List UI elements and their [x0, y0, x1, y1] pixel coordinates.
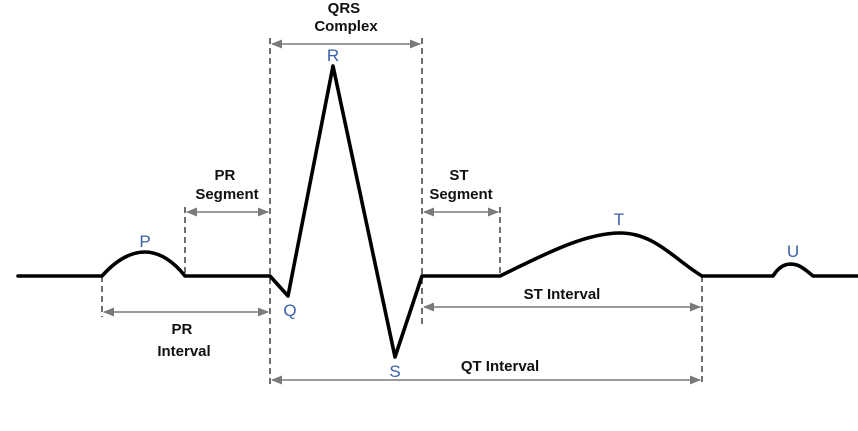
st-interval-label: ST Interval: [524, 286, 601, 303]
qt-interval-label: QT Interval: [461, 358, 539, 375]
s-wave-label: S: [389, 362, 400, 381]
p-wave-label: P: [139, 232, 150, 251]
q-wave-label: Q: [283, 301, 296, 320]
r-wave-label: R: [327, 46, 339, 65]
ecg-trace: [16, 64, 858, 359]
interval-arrows: [102, 39, 702, 385]
u-wave-label: U: [787, 242, 799, 261]
interval-labels: QRS Complex PR Segment ST Segment PR Int…: [157, 0, 600, 375]
pr-interval-label: PR Interval: [157, 321, 210, 360]
boundary-lines: [101, 38, 703, 386]
pr-segment-label: PR Segment: [195, 167, 258, 203]
qrs-complex-label: QRS Complex: [314, 0, 378, 35]
t-wave-label: T: [614, 210, 624, 229]
st-segment-label: ST Segment: [429, 167, 492, 203]
wave-labels: P Q R S T U: [139, 46, 799, 381]
